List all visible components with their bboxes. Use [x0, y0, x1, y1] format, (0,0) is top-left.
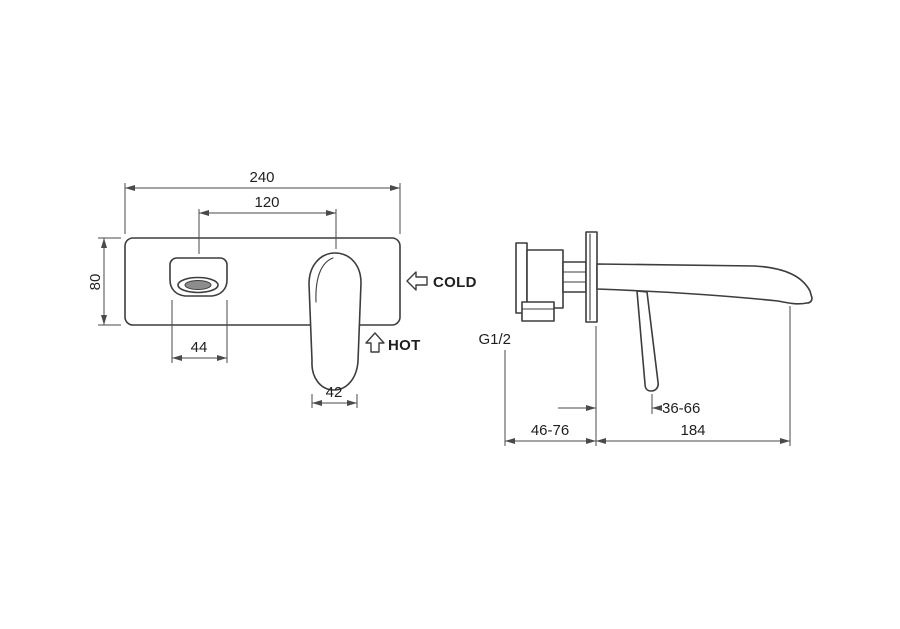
dim-centers-label: 120 — [254, 194, 279, 211]
arrowhead — [101, 315, 107, 325]
wall-flange — [585, 231, 598, 323]
dim-height-label: 80 — [87, 274, 104, 291]
inlet-connector — [521, 301, 555, 322]
arrowhead — [199, 210, 209, 216]
arrowhead — [390, 185, 400, 191]
arrowhead — [217, 355, 227, 361]
hot-label: HOT — [388, 337, 421, 354]
handle-front — [308, 252, 362, 391]
front-view — [124, 237, 401, 391]
thread-size-label: G1/2 — [478, 331, 511, 348]
front-dimensions: 240 120 80 44 42 COLD HOT — [87, 169, 477, 408]
handle-lever-side — [636, 290, 659, 392]
arrowhead — [505, 438, 515, 444]
spout-side — [596, 263, 813, 305]
cold-arrow-icon — [406, 271, 428, 291]
arrowhead — [586, 405, 596, 411]
arrowhead — [101, 238, 107, 248]
cold-label: COLD — [433, 274, 477, 291]
dim-handle-width-label: 42 — [326, 384, 343, 401]
dim-spout-width-label: 44 — [191, 339, 208, 356]
hot-arrow-icon — [365, 332, 385, 353]
side-view — [515, 231, 813, 392]
concealed-body-main — [526, 249, 564, 309]
dim-width-label: 240 — [249, 169, 274, 186]
arrowhead — [312, 400, 322, 406]
arrowhead — [596, 438, 606, 444]
arrowhead — [326, 210, 336, 216]
handle-contour-line — [315, 257, 334, 303]
aerator-inner — [184, 280, 212, 290]
side-dimensions: G1/2 36-66 46-76 184 — [478, 306, 791, 446]
dim-spout-reach-label: 184 — [680, 422, 705, 439]
dim-handle-clearance-label: 36-66 — [662, 400, 700, 417]
arrowhead — [652, 405, 662, 411]
arrowhead — [172, 355, 182, 361]
arrowhead — [586, 438, 596, 444]
dim-wall-depth-label: 46-76 — [531, 422, 569, 439]
arrowhead — [125, 185, 135, 191]
arrowhead — [780, 438, 790, 444]
arrowhead — [347, 400, 357, 406]
valve-stem — [562, 261, 587, 293]
